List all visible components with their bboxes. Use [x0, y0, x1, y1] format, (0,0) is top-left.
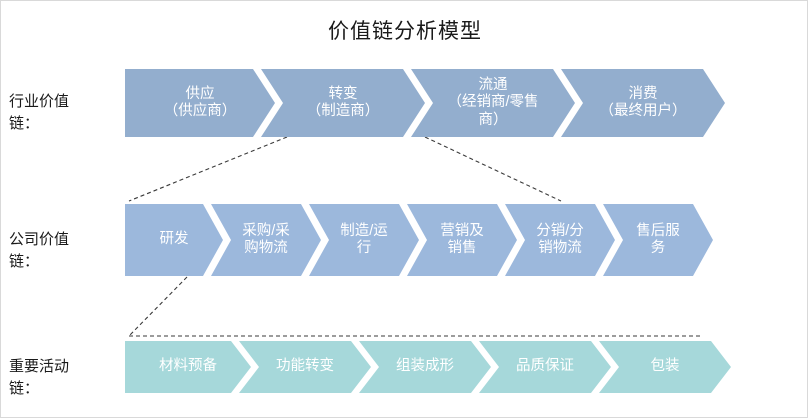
chevron-company-3-line1: 制造/运 — [340, 222, 388, 239]
row-label-industry: 行业价值 链： — [9, 91, 119, 135]
chevron-company-6-line2: 务 — [650, 240, 666, 256]
chevron-activity-3[interactable]: 组装成形 — [359, 341, 491, 393]
chevron-activity-4-line1: 品质保证 — [516, 358, 574, 375]
chevron-industry-1[interactable]: 供应 （供应商） — [125, 69, 275, 137]
chevron-company-5-line2: 销物流 — [538, 240, 582, 256]
chevron-activity-4[interactable]: 品质保证 — [479, 341, 611, 393]
chevron-company-4-line1: 营销及 — [440, 222, 484, 239]
row-label-company-line1: 公司价值 — [9, 231, 70, 248]
row-label-activity-line1: 重要活动 — [9, 358, 70, 375]
chevron-company-1-line1: 研发 — [159, 231, 189, 248]
chevron-industry-4-line2: （最终用户） — [599, 103, 687, 119]
chevron-industry-4-line1: 消费 — [628, 85, 658, 102]
chevron-industry-2-line1: 转变 — [328, 85, 358, 102]
chevron-industry-3[interactable]: 流通 （经销商/零售 商） — [411, 69, 575, 137]
chevron-industry-1-line1: 供应 — [185, 85, 215, 102]
chevron-company-3[interactable]: 制造/运 行 — [309, 204, 419, 276]
chevron-activity-1[interactable]: 材料预备 — [125, 341, 251, 393]
industry-value-chain-row: 供应 （供应商） 转变 （制造商） 流通 （经销商/零售 商） 消费 （最终用户… — [125, 69, 725, 137]
row-label-activity: 重要活动 链： — [9, 356, 119, 400]
chevron-activity-2[interactable]: 功能转变 — [239, 341, 371, 393]
chevron-company-4[interactable]: 营销及 销售 — [407, 204, 517, 276]
page-title: 价值链分析模型 — [328, 20, 482, 43]
chevron-industry-2-line2: （制造商） — [306, 103, 380, 119]
chevron-industry-2[interactable]: 转变 （制造商） — [261, 69, 425, 137]
chevron-activity-5-line1: 包装 — [650, 358, 680, 375]
chevron-industry-3-line2: （经销商/零售 — [447, 94, 539, 111]
chevron-industry-1-line2: （供应商） — [163, 103, 237, 119]
chevron-company-1[interactable]: 研发 — [125, 204, 223, 276]
chevron-activity-2-line1: 功能转变 — [276, 358, 334, 375]
chevron-activity-3-line1: 组装成形 — [396, 358, 454, 375]
chevron-company-2-line1: 采购/采 — [242, 222, 290, 239]
chevron-company-2-line2: 购物流 — [244, 240, 288, 256]
chevron-industry-4[interactable]: 消费 （最终用户） — [561, 69, 725, 137]
chevron-company-5[interactable]: 分销/分 销物流 — [505, 204, 615, 276]
chevron-industry-3-line3: 商） — [478, 111, 508, 128]
company-value-chain-row: 研发 采购/采 购物流 制造/运 行 营销及 销售 分销/分 销物流 — [125, 204, 713, 276]
row-label-company-line2: 链： — [9, 253, 40, 270]
chevron-company-3-line2: 行 — [356, 240, 372, 256]
chevron-company-2[interactable]: 采购/采 购物流 — [211, 204, 321, 276]
row-label-activity-line2: 链： — [9, 380, 40, 397]
row-label-industry-line1: 行业价值 — [9, 93, 70, 110]
chevron-company-6[interactable]: 售后服 务 — [603, 204, 713, 276]
chevron-industry-3-line1: 流通 — [478, 77, 508, 94]
chevron-company-4-line2: 销售 — [447, 240, 477, 256]
row-label-industry-line2: 链： — [9, 115, 40, 132]
chevron-activity-1-line1: 材料预备 — [159, 358, 217, 375]
key-activity-chain-row: 材料预备 功能转变 组装成形 品质保证 包装 — [125, 341, 731, 393]
row-label-company: 公司价值 链： — [9, 229, 119, 273]
chevron-company-6-line1: 售后服 — [636, 222, 680, 239]
chevron-company-5-line1: 分销/分 — [536, 222, 584, 239]
chevron-activity-5[interactable]: 包装 — [599, 341, 731, 393]
